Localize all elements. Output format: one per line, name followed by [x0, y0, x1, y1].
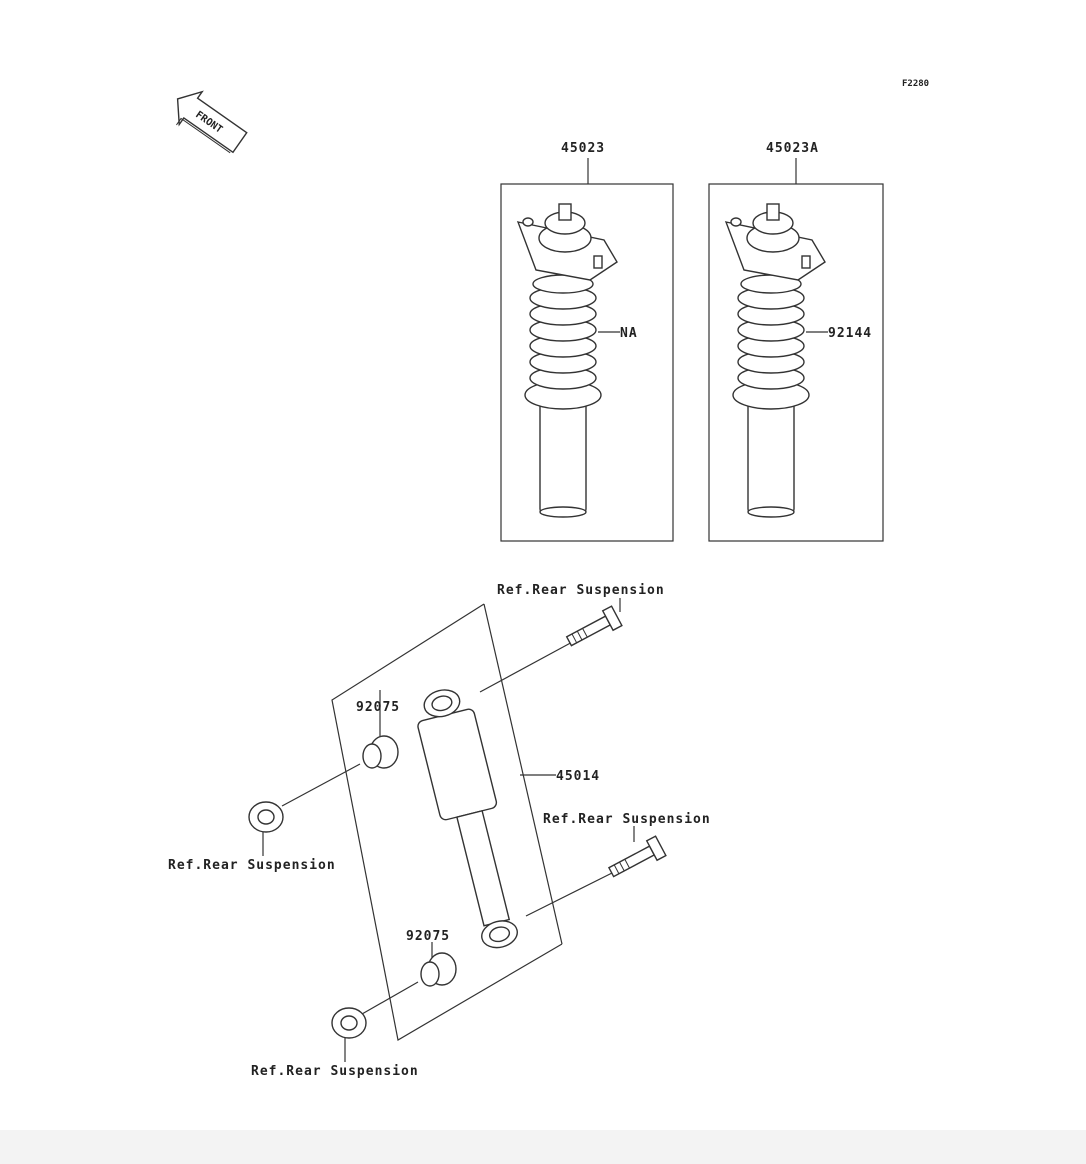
label-92075-upper: 92075: [356, 700, 400, 715]
assembly-45023: 45023 NA: [500, 141, 674, 542]
assembly-45014: 45014 Ref.Rear Suspension 92075 Ref.Rear…: [168, 583, 711, 1079]
ref-label-left-lower: Ref.Rear Suspension: [251, 1064, 419, 1079]
ref-label-left-upper: Ref.Rear Suspension: [168, 858, 336, 873]
diagram-code: F2280: [902, 79, 929, 89]
assembly-45023a: 45023A 92144: [708, 141, 884, 542]
footer-strip: [0, 1130, 1086, 1164]
label-45023: 45023: [561, 141, 605, 156]
ref-label-mid-right: Ref.Rear Suspension: [543, 812, 711, 827]
label-92075-lower: 92075: [406, 929, 450, 944]
front-arrow-icon: FRONT: [176, 90, 248, 154]
callout-na: NA: [620, 326, 638, 341]
label-45014: 45014: [556, 769, 600, 784]
label-45023a: 45023A: [766, 141, 819, 156]
label-92144: 92144: [828, 326, 872, 341]
ref-label-top-right: Ref.Rear Suspension: [497, 583, 665, 598]
